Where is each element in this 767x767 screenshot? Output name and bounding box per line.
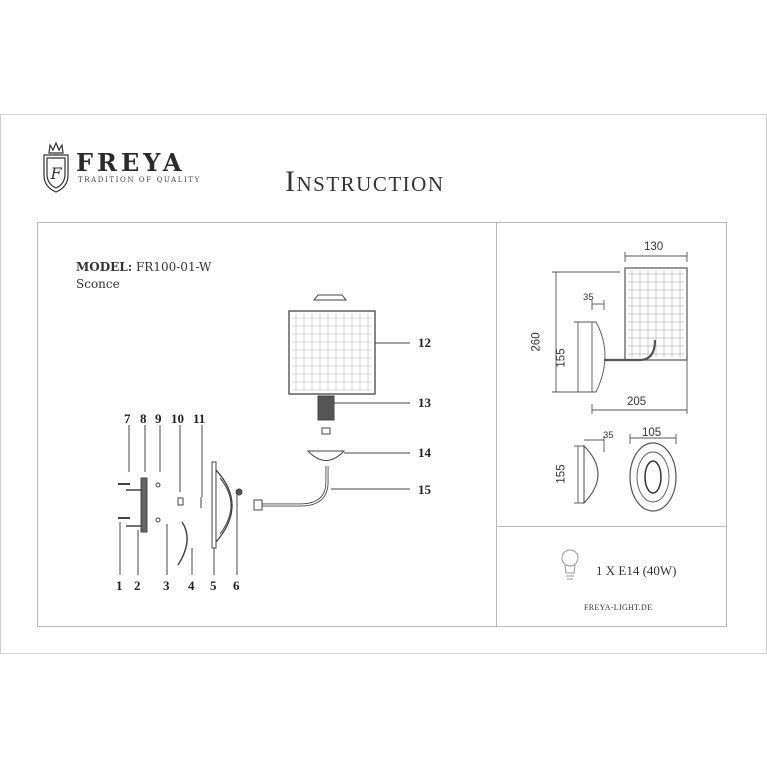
mounting-bar [140,477,148,533]
freya-crest-logo: F [43,141,69,193]
socket-cup [306,450,346,461]
part-number-12: 12 [418,335,431,350]
dim-plate-height: 155 [555,348,568,368]
part-number-5: 5 [210,578,217,593]
part-number-8: 8 [140,411,147,426]
shade-finial [312,294,348,301]
dim-shade-width: 130 [644,241,664,253]
dim-base-height: 155 [555,464,568,484]
side-view-shade [624,267,688,361]
part-number-10: 10 [171,411,184,426]
product-type: Sconce [76,277,120,291]
part-number-1: 1 [116,578,123,593]
part-number-4: 4 [188,578,195,593]
dim-base-width: 105 [642,427,662,439]
part-number-9: 9 [155,411,162,426]
dim-plate-depth: 35 [583,292,594,303]
light-bulb-icon [561,549,579,580]
base-front-view [629,442,677,512]
part-number-6: 6 [233,578,240,593]
model-value: FR100-01-W [135,260,212,274]
dim-total-height: 260 [530,332,543,352]
bulb-panel [496,526,727,627]
svg-text:F: F [49,164,62,183]
base-side-view [583,444,599,505]
plate-cover [215,469,233,543]
dim-total-depth: 205 [627,396,647,408]
bulb-spec: 1 X E14 (40W) [596,563,677,578]
website-link[interactable]: FREYA-LIGHT.DE [584,603,653,612]
back-plate [211,461,217,549]
side-view-plate [591,321,606,393]
page-title: Instruction [285,165,445,198]
part-number-14: 14 [418,445,431,460]
part-number-15: 15 [418,482,431,497]
part-number-7: 7 [124,411,131,426]
bulb-socket [317,395,335,421]
part-number-13: 13 [418,395,431,410]
part-number-3: 3 [163,578,170,593]
model-line: MODEL: FR100-01-W [76,260,211,274]
brand-name: FREYA [76,148,186,177]
dim-base-depth: 35 [603,430,614,441]
lamp-shade [288,310,376,395]
part-number-2: 2 [134,578,141,593]
model-label: MODEL: [76,260,133,274]
part-number-11: 11 [193,411,206,426]
brand-tagline: TRADITION OF QUALITY [78,176,201,184]
